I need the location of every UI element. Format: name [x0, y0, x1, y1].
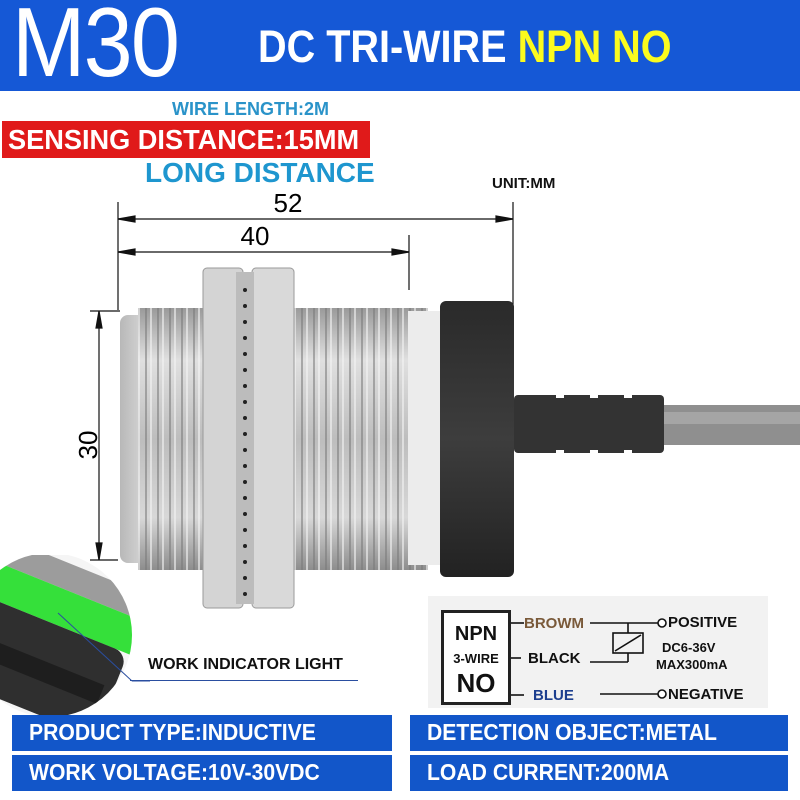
- dim-diameter: 30: [73, 431, 103, 460]
- spec-current: MAX300mA: [656, 657, 728, 672]
- wire-length-label: WIRE LENGTH:2M: [172, 99, 329, 119]
- spec-detection-object: DETECTION OBJECT:METAL: [410, 715, 788, 751]
- unit-label: UNIT:MM: [492, 175, 556, 192]
- dim-total-length: 52: [274, 190, 303, 218]
- green-indicator-ring: [0, 556, 132, 658]
- model-title: M30: [12, 0, 180, 97]
- spec-load-current-text: LOAD CURRENT:200MA: [427, 759, 670, 785]
- spec-load-current: LOAD CURRENT:200MA: [410, 755, 788, 791]
- wiring-lines: [511, 618, 667, 699]
- sensor-drawing: 52 40 30: [73, 190, 800, 609]
- dim-thread-length: 40: [241, 221, 270, 251]
- npn-text: NPN: [454, 623, 498, 645]
- sensing-distance-text: SENSING DISTANCE:15MM: [8, 124, 360, 155]
- subtitle: DC TRI-WIRE NPN NO: [258, 22, 672, 72]
- dimension-lines: [90, 202, 514, 561]
- wire-black-label: BLACK: [528, 650, 581, 667]
- spec-voltage: DC6-36V: [662, 640, 716, 655]
- subtitle-highlight: NPN NO: [517, 21, 672, 72]
- subtitle-main: DC TRI-WIRE: [258, 21, 518, 72]
- indicator-label: WORK INDICATOR LIGHT: [148, 656, 343, 673]
- wire-brown-label: BROWM: [524, 615, 584, 632]
- negative-terminal: NEGATIVE: [668, 686, 744, 703]
- spec-work-voltage: WORK VOLTAGE:10V-30VDC: [12, 755, 392, 791]
- spec-product-type-text: PRODUCT TYPE:INDUCTIVE: [29, 719, 316, 745]
- no-text: NO: [456, 668, 496, 698]
- npn-box: NPN 3-WIRE NO: [441, 610, 511, 705]
- indicator-light-inset: [0, 555, 150, 715]
- spec-work-voltage-text: WORK VOLTAGE:10V-30VDC: [29, 759, 320, 785]
- spec-product-type: PRODUCT TYPE:INDUCTIVE: [12, 715, 392, 751]
- long-distance-label: LONG DISTANCE: [145, 157, 375, 188]
- sensing-distance-badge: SENSING DISTANCE:15MM: [2, 121, 370, 158]
- positive-terminal: POSITIVE: [668, 614, 738, 631]
- indicator-leader-line: [130, 680, 358, 681]
- spec-detection-object-text: DETECTION OBJECT:METAL: [427, 719, 717, 745]
- wire-blue-label: BLUE: [533, 687, 574, 704]
- 3wire-text: 3-WIRE: [453, 651, 499, 666]
- title-banner: [0, 0, 800, 91]
